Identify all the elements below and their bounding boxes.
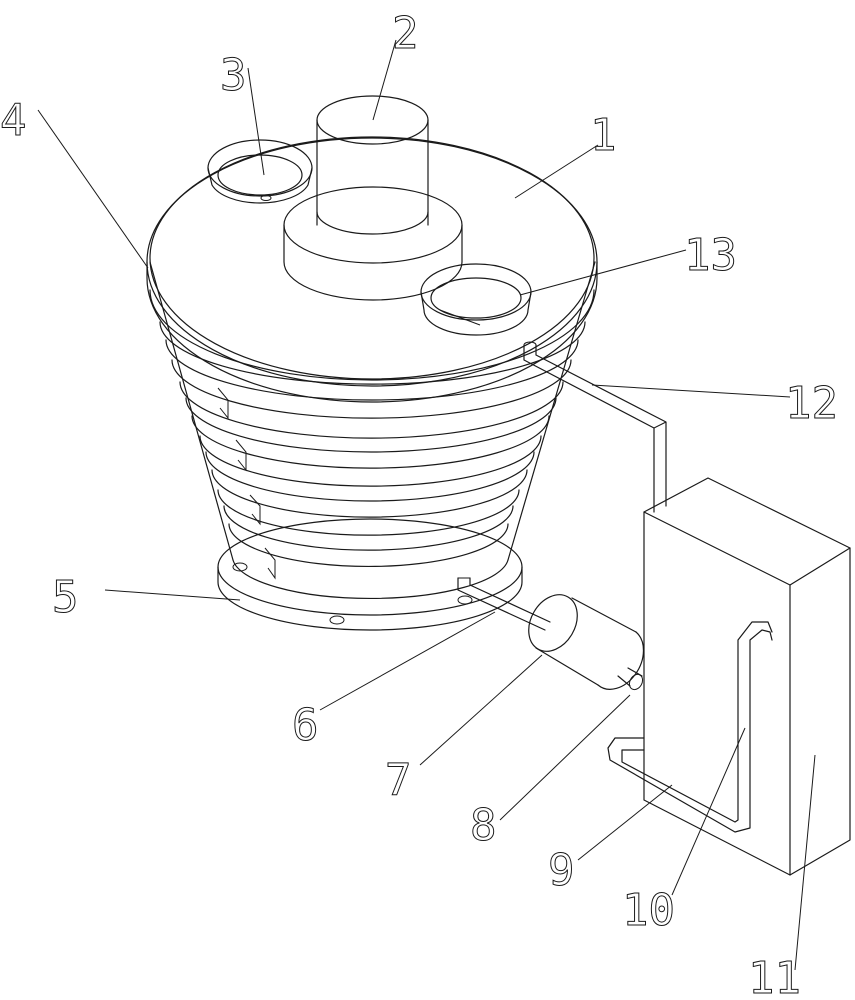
label-6: 6 xyxy=(292,700,319,751)
label-10: 10 xyxy=(622,885,675,936)
reference-numerals: 1 2 3 4 5 6 7 8 9 10 11 12 13 xyxy=(0,8,838,1000)
bolt-hole xyxy=(458,596,472,604)
port-13 xyxy=(421,264,531,335)
label-13: 13 xyxy=(684,230,737,281)
label-3: 3 xyxy=(220,50,247,101)
cooling-fins xyxy=(160,322,585,578)
label-2: 2 xyxy=(392,8,419,59)
drive-assembly xyxy=(458,578,645,692)
label-8: 8 xyxy=(470,800,497,851)
label-9: 9 xyxy=(548,845,575,896)
leader-lines xyxy=(38,40,815,970)
label-5: 5 xyxy=(52,572,79,623)
label-4: 4 xyxy=(0,95,27,146)
pipe-9-10 xyxy=(608,622,772,832)
label-7: 7 xyxy=(385,755,412,806)
label-12: 12 xyxy=(785,378,838,429)
control-box xyxy=(644,478,850,875)
label-11: 11 xyxy=(748,953,801,1000)
central-inlet xyxy=(284,96,462,300)
bolt-hole xyxy=(330,616,344,624)
label-1: 1 xyxy=(590,110,617,161)
